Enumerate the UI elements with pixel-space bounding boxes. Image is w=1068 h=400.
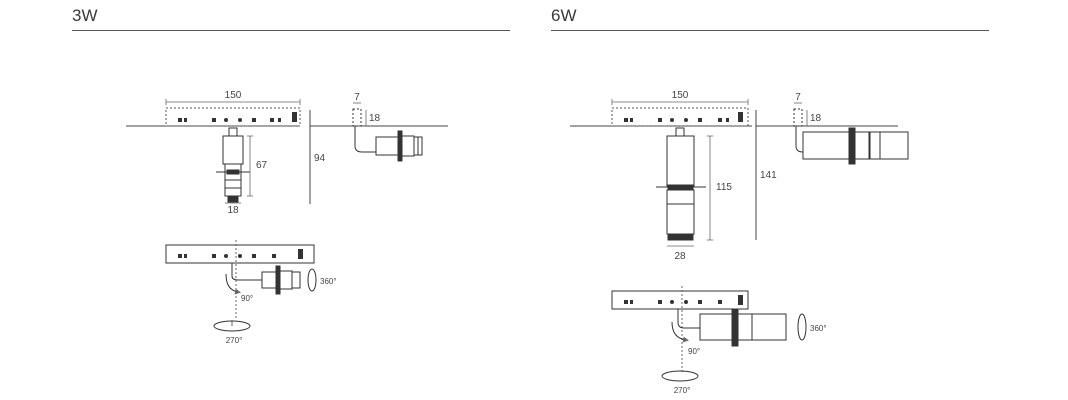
dim-adapter-height-6w: 18	[810, 113, 822, 124]
drawing-3w-rotation	[165, 240, 317, 332]
dim-body-height-6w: 115	[716, 182, 732, 193]
drawing-6w-front	[570, 99, 757, 247]
drawing-6w-side	[756, 102, 909, 165]
dim-body-width-6w: 28	[674, 251, 686, 262]
rotation-horizontal-3w: 270°	[226, 336, 243, 345]
drawing-3w-front	[126, 99, 311, 204]
dim-adapter-height-3w: 18	[369, 113, 381, 124]
dim-adapter-width-3w: 7	[354, 92, 360, 103]
dim-total-height-3w: 94	[314, 153, 326, 164]
rotation-axial-6w: 360°	[810, 324, 827, 333]
dim-total-height-6w: 141	[760, 170, 777, 181]
drawing-3w-side	[310, 102, 448, 162]
section-title-3w: 3W	[72, 6, 98, 25]
rotation-vertical-6w: 90°	[688, 347, 700, 356]
drawing-6w-rotation	[611, 286, 807, 382]
section-divider-6w	[551, 30, 989, 31]
rotation-axial-3w: 360°	[320, 277, 337, 286]
dim-track-length-6w: 150	[672, 90, 689, 101]
rotation-vertical-3w: 90°	[241, 294, 253, 303]
section-title-6w: 6W	[551, 6, 577, 25]
section-divider-3w	[72, 30, 510, 31]
dim-body-width-3w: 18	[227, 205, 239, 216]
dim-body-height-3w: 67	[256, 160, 268, 171]
rotation-horizontal-6w: 270°	[674, 386, 691, 395]
dim-adapter-width-6w: 7	[795, 92, 801, 103]
dim-track-length-3w: 150	[225, 90, 242, 101]
